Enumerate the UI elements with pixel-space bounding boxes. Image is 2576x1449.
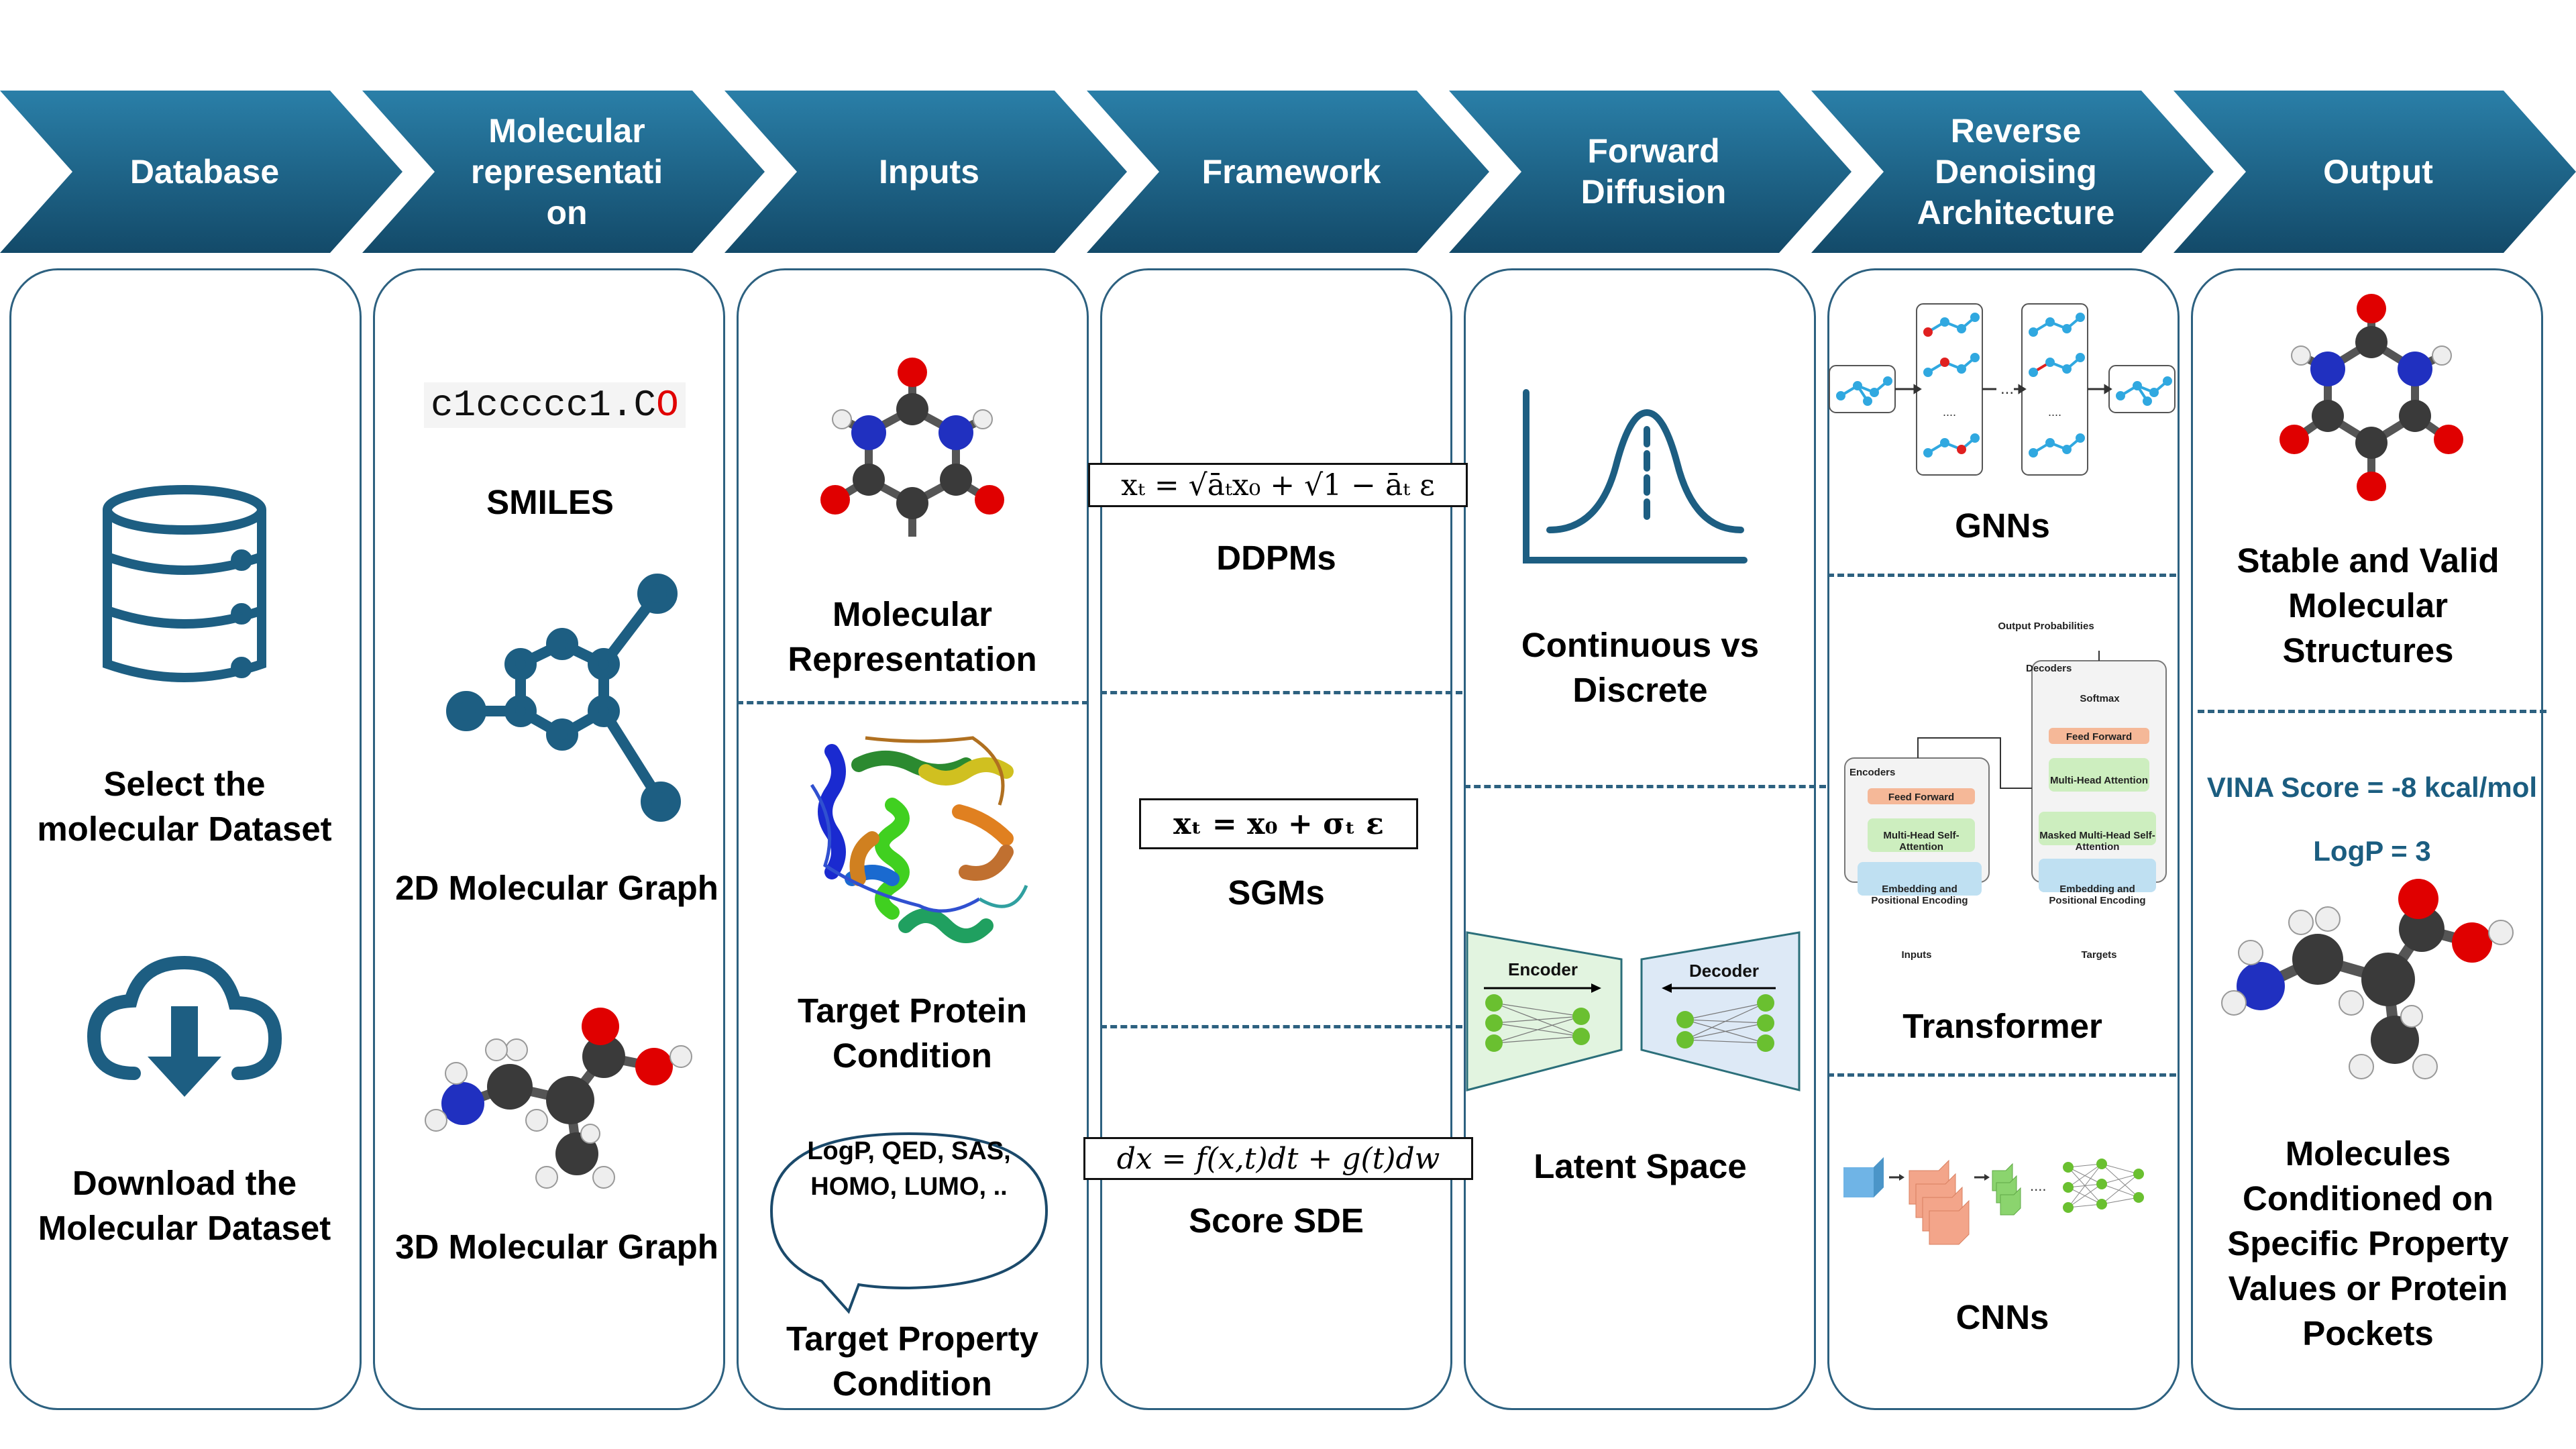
alanine-output-molecule [2221, 879, 2514, 1079]
encoder-label: Encoder [1507, 959, 1578, 979]
separator [1827, 574, 2176, 577]
separator [1827, 1073, 2176, 1077]
tf-targets: Targets [2081, 949, 2117, 961]
svg-text:....: .... [1943, 405, 1956, 419]
stable-valid-label: Stable and Valid Molecular Structures [2237, 541, 2500, 669]
barbituric-molecule-inputs [820, 358, 1004, 537]
mol-representation-label: Molecular Representation [788, 595, 1037, 678]
chevron-framework [1087, 91, 1489, 253]
molecular-graph-2d-icon [446, 574, 681, 822]
chevron-molrep [362, 91, 765, 253]
database-icon [103, 485, 266, 682]
property-bubble-text: LogP, QED, SAS, HOMO, LUMO, .. [807, 1137, 1011, 1201]
protein-structure-image [810, 736, 1028, 943]
chevron-reverse [1811, 91, 2214, 253]
target-property-label: Target Property Condition [786, 1320, 1038, 1403]
chevron-forward [1449, 91, 1851, 253]
tf-dec-feed-forward: Feed Forward [2065, 731, 2133, 743]
svg-text:...: ... [2000, 380, 2014, 398]
sde-label: Score SDE [1189, 1201, 1364, 1240]
separator [737, 701, 1089, 704]
ddpm-label: DDPMs [1216, 539, 1336, 577]
sgm-equation: xₜ = x₀ + σₜ ε [1139, 798, 1418, 849]
stage-title-output: Output [2323, 152, 2433, 191]
stage-title-molrep: Molecular representati on [470, 111, 663, 231]
separator [1464, 785, 1826, 788]
logp-value: LogP = 3 [2313, 835, 2431, 867]
svg-text:....: .... [2030, 1177, 2046, 1194]
gnn-diagram: ... .... .... [1829, 303, 2176, 476]
chevron-output [2174, 91, 2576, 253]
transformer-label: Transformer [1902, 1007, 2102, 1045]
smiles-label: SMILES [486, 483, 614, 521]
stage-title-framework: Framework [1201, 152, 1381, 191]
tf-decoders: Decoders [2026, 663, 2072, 674]
cnn-diagram: .... [1843, 1157, 2144, 1245]
svg-text:....: .... [2048, 405, 2061, 419]
cnn-label: CNNs [1955, 1298, 2049, 1336]
panel-output [2191, 268, 2543, 1410]
tf-output-probs: Output Probabilities [1998, 621, 2094, 632]
decoder-label: Decoder [1688, 961, 1760, 981]
chevron-database [0, 91, 402, 253]
target-protein-label: Target Protein Condition [798, 991, 1027, 1075]
gnn-label: GNNs [1955, 506, 2050, 545]
tf-inputs: Inputs [1901, 949, 1932, 961]
tf-softmax: Softmax [2080, 693, 2120, 704]
panel-database [9, 268, 362, 1410]
encoder-decoder-diagram [1466, 931, 1801, 1091]
separator [1100, 691, 1462, 694]
graph-2d-label: 2D Molecular Graph [395, 869, 718, 907]
select-dataset-label: Select the molecular Dataset [37, 765, 332, 848]
latent-space-label: Latent Space [1534, 1147, 1747, 1185]
tf-dec-embedding: Embedding and Positional Encoding [2049, 883, 2146, 906]
panel-forward [1464, 268, 1816, 1410]
graph-3d-label: 3D Molecular Graph [395, 1228, 718, 1266]
smiles-code: c1ccccc1.CO [424, 382, 686, 428]
speech-bubble [769, 1132, 1049, 1314]
ddpm-equation: xₜ = √āₜx₀ + √1 − āₜ ε [1088, 463, 1468, 507]
tf-enc-embedding: Embedding and Positional Encoding [1871, 883, 1968, 906]
separator [2198, 710, 2546, 713]
tf-enc-feed-forward: Feed Forward [1888, 792, 1955, 803]
barbituric-molecule-output [2279, 294, 2463, 501]
panel-molrep [373, 268, 725, 1410]
download-dataset-label: Download the Molecular Dataset [38, 1164, 331, 1247]
vina-score: VINA Score = -8 kcal/mol [2206, 771, 2538, 803]
chevron-inputs [724, 91, 1127, 253]
transformer-block-frames [1844, 651, 2167, 896]
sde-equation: dx = f(x,t)dt + g(t)dw [1083, 1137, 1473, 1180]
cloud-download-icon [87, 955, 282, 1097]
stage-title-inputs: Inputs [879, 152, 979, 191]
stage-title-database: Database [129, 152, 280, 191]
sgm-label: SGMs [1228, 873, 1325, 912]
tf-enc-mhsa: Multi-Head Self-Attention [1883, 830, 1960, 853]
stage-chevrons [0, 91, 2576, 253]
gaussian-curve-icon [1523, 389, 1748, 564]
tf-encoders: Encoders [1849, 767, 1896, 778]
conditioned-molecules-label: Molecules Conditioned on Specific Proper… [2227, 1134, 2509, 1352]
tf-dec-mha: Multi-Head Attention [2049, 775, 2149, 786]
alanine-3d-molecule [425, 1008, 692, 1189]
continuous-vs-discrete-label: Continuous vs Discrete [1521, 626, 1760, 709]
tf-dec-masked-mha: Masked Multi-Head Self-Attention [2039, 830, 2155, 853]
stage-title-reverse: Reverse Denoising Architecture [1917, 111, 2115, 231]
separator [1100, 1025, 1462, 1028]
stage-title-forward: Forward Diffusion [1580, 132, 1727, 211]
